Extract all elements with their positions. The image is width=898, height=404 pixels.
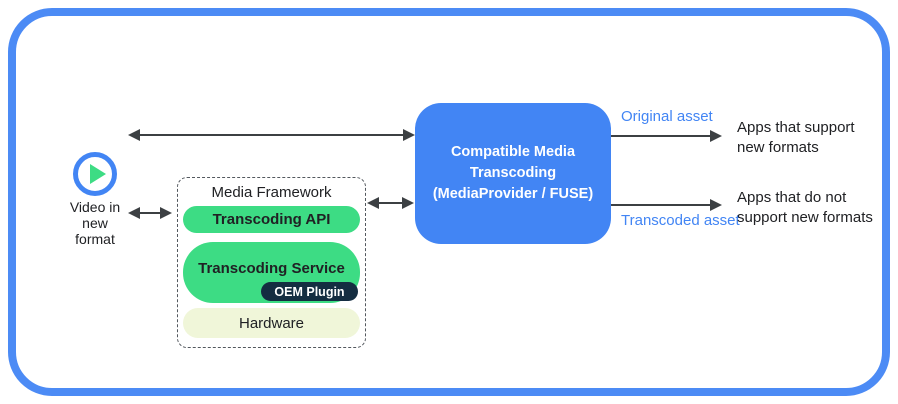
transcoding-api-pill: Transcoding API — [183, 206, 360, 233]
media-framework-box: Media Framework Transcoding API Transcod… — [177, 177, 366, 348]
transcoding-api-label: Transcoding API — [212, 211, 331, 228]
play-icon — [73, 152, 117, 196]
compatible-media-transcoding-box: Compatible Media Transcoding (MediaProvi… — [415, 103, 611, 244]
oem-plugin-label: OEM Plugin — [274, 284, 345, 299]
transcoding-service-label: Transcoding Service — [198, 260, 345, 277]
apps-support-label: Apps that support new formats — [737, 119, 855, 157]
transcoded-asset-label: Transcoded asset — [621, 212, 740, 229]
original-asset-label: Original asset — [621, 108, 713, 125]
video-source-label: Video in new format — [69, 199, 121, 247]
apps-no-support-label: Apps that do not support new formats — [737, 189, 873, 227]
transcoding-service-pill: Transcoding Service OEM Plugin — [183, 242, 360, 303]
media-framework-title: Media Framework — [211, 184, 332, 201]
hardware-pill: Hardware — [183, 308, 360, 338]
hardware-label: Hardware — [238, 314, 305, 332]
play-triangle-icon — [90, 164, 106, 184]
oem-plugin-pill: OEM Plugin — [261, 282, 358, 301]
